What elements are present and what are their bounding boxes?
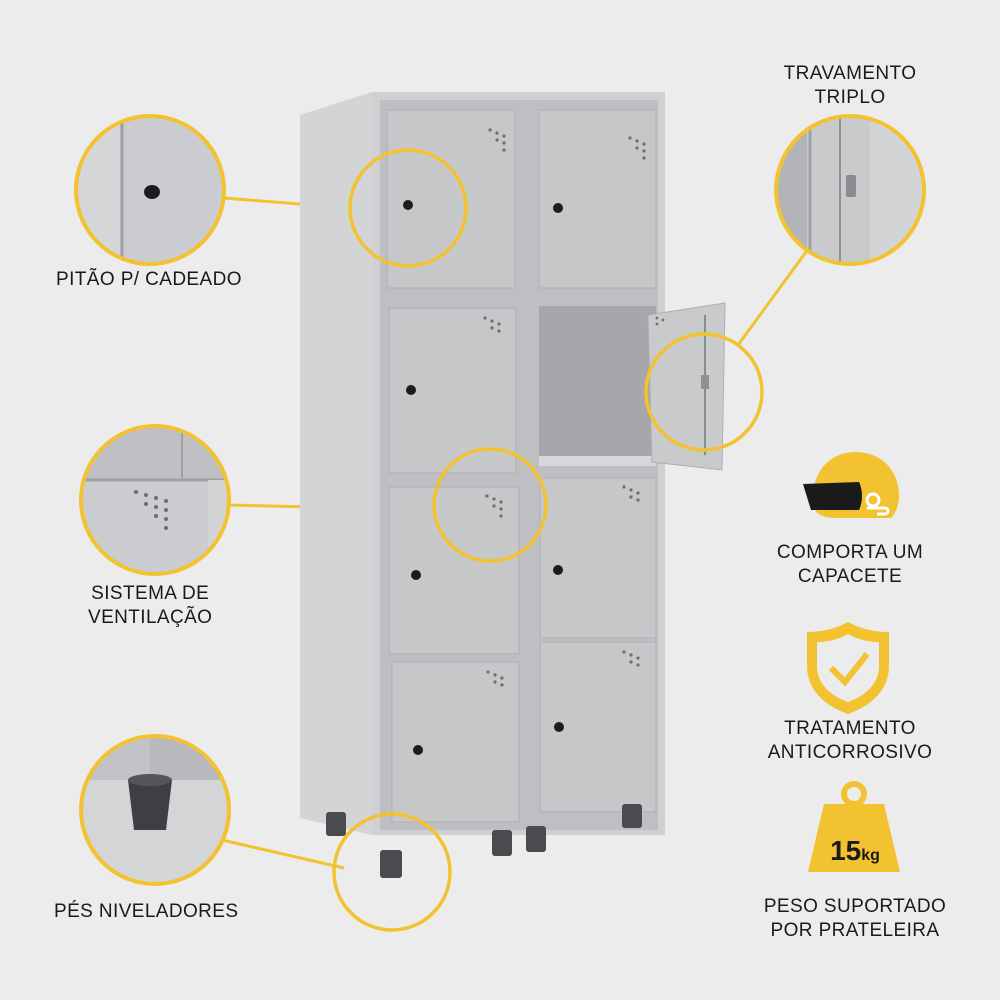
- weight-value: 15kg: [830, 835, 880, 866]
- label-leveling-feet: PÉS NIVELADORES: [54, 901, 239, 922]
- zoom-leveling-feet: [81, 736, 229, 884]
- shield-check-icon: [807, 622, 889, 714]
- label-ventilation: SISTEMA DE VENTILAÇÃO: [88, 583, 213, 628]
- zoom-triple-lock: [776, 116, 924, 264]
- weight-icon: [808, 781, 900, 872]
- label-triple-lock: TRAVAMENTO TRIPLO: [783, 63, 917, 108]
- label-anticorrosion: TRATAMENTO ANTICORROSIVO: [767, 718, 933, 763]
- highlight-circles: [332, 148, 764, 932]
- zoom-padlock-hasp: [76, 116, 224, 264]
- locker-cabinet: [300, 92, 726, 878]
- label-weight-per-shelf: PESO SUPORTADO POR PRATELEIRA: [763, 896, 947, 941]
- helmet-icon: [803, 452, 899, 518]
- label-helmet: COMPORTA UM CAPACETE: [776, 542, 924, 587]
- label-padlock-hasp: PITÃO P/ CADEADO: [56, 269, 242, 290]
